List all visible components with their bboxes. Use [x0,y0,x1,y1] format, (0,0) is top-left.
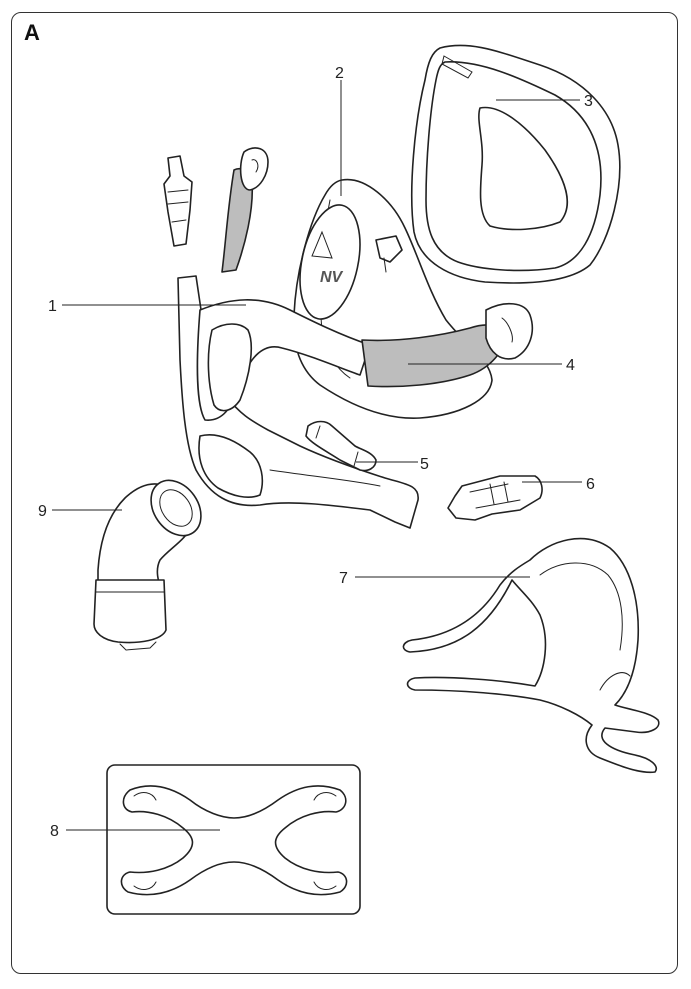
connector-piece-illustration [163,155,193,247]
headgear-illustration [402,537,660,774]
callout-9: 9 [38,503,47,520]
clip-illustration [305,420,377,472]
leader-lines [52,80,582,831]
callout-3: 3 [584,93,593,110]
callout-4: 4 [566,357,575,374]
callout-labels: 1 2 3 4 5 6 7 8 9 [38,65,595,840]
callout-5: 5 [420,456,429,473]
frame-illustration [177,147,419,529]
strap-sheet-illustration [106,764,361,915]
elbow-illustration [93,479,202,651]
callout-2: 2 [335,65,344,82]
callout-8: 8 [50,823,59,840]
callout-6: 6 [586,476,595,493]
device-badge: NV [320,269,344,286]
callout-1: 1 [48,298,57,315]
cushion-illustration [411,44,621,284]
panel-letter: A [24,20,40,45]
top-strap-pad-illustration [361,302,534,388]
figure-frame [11,12,678,974]
headgear-clip-illustration [447,475,543,521]
callout-7: 7 [339,570,348,587]
